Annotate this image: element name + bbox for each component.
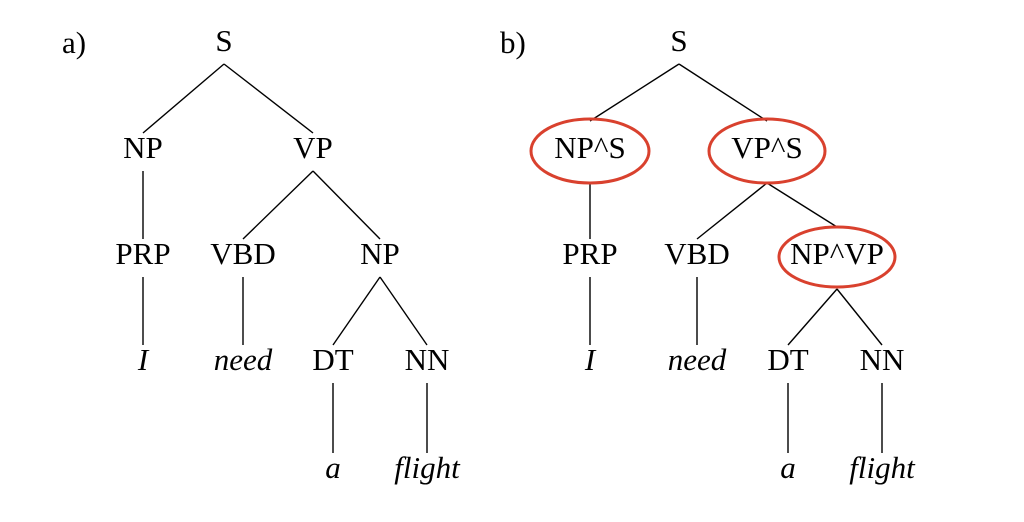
word-i: I — [137, 342, 150, 377]
edge-s-vp — [678, 63, 768, 122]
edge-np2-dt — [787, 288, 838, 346]
node-nn: NN — [860, 342, 905, 377]
panel-label: b) — [500, 25, 526, 60]
node-s: S — [215, 23, 232, 58]
node-prp: PRP — [562, 236, 617, 271]
node-vp: VP — [293, 130, 333, 165]
edge-np2-nn — [836, 288, 883, 346]
highlight-ellipse-np1 — [529, 117, 651, 185]
word-flight: flight — [849, 450, 916, 485]
highlight-ellipse-vp — [707, 117, 827, 185]
edge-s-vp — [223, 63, 314, 134]
word-a: a — [325, 450, 341, 485]
node-s: S — [670, 23, 687, 58]
word-need: need — [668, 342, 727, 377]
edge-np2-dt — [332, 276, 381, 346]
edge-np2-nn — [379, 276, 428, 346]
node-np2: NP^VP — [790, 236, 884, 271]
node-np1: NP — [123, 130, 163, 165]
node-vbd: VBD — [210, 236, 275, 271]
edge-s-np1 — [142, 63, 225, 134]
node-np2: NP — [360, 236, 400, 271]
panel-label: a) — [62, 25, 86, 60]
edge-vp-vbd — [696, 182, 768, 240]
word-need: need — [214, 342, 273, 377]
node-prp: PRP — [115, 236, 170, 271]
node-dt: DT — [312, 342, 353, 377]
node-nn: NN — [405, 342, 450, 377]
node-np1: NP^S — [554, 130, 625, 165]
node-dt: DT — [767, 342, 808, 377]
edge-s-np1 — [589, 63, 680, 122]
edge-vp-np2 — [312, 170, 381, 240]
word-flight: flight — [394, 450, 461, 485]
node-vbd: VBD — [664, 236, 729, 271]
highlight-ellipse-np2 — [777, 225, 897, 289]
word-i: I — [584, 342, 597, 377]
node-vp: VP^S — [731, 130, 802, 165]
edge-vp-vbd — [242, 170, 314, 240]
word-a: a — [780, 450, 796, 485]
edge-vp-np2 — [766, 182, 838, 228]
